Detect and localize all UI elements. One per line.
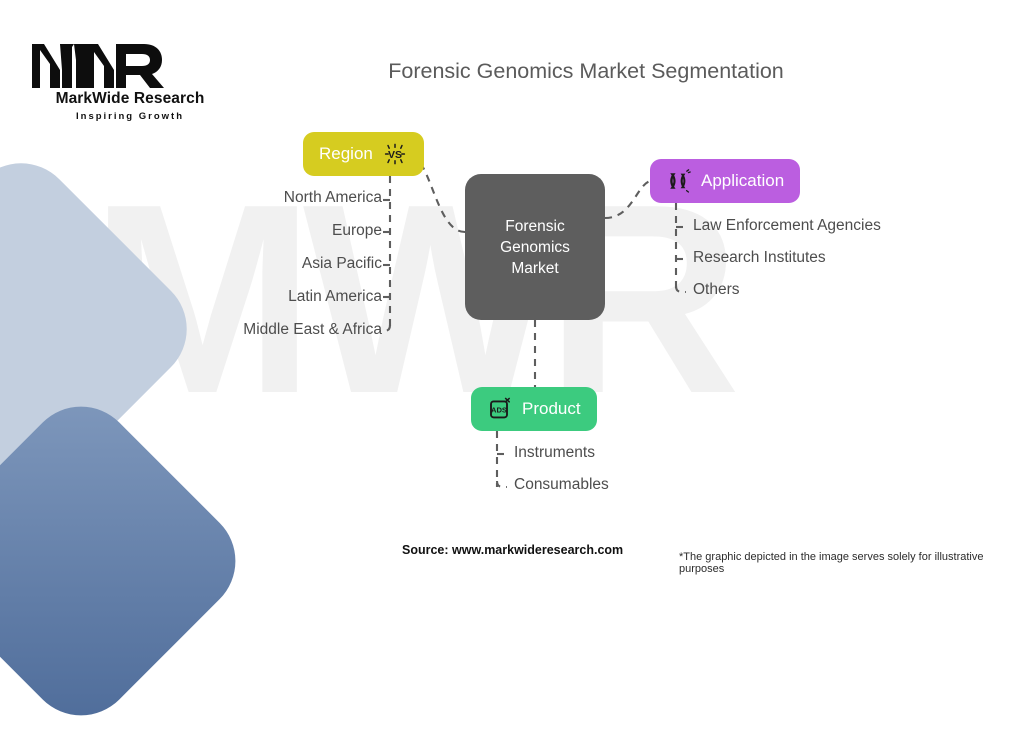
logo-company-name: MarkWide Research [55, 90, 205, 107]
chromosome-icon [666, 168, 692, 194]
ads-box-icon: ADS [487, 396, 513, 422]
leaf-item: Others [693, 281, 740, 298]
connector-center-application [604, 180, 651, 220]
source-label: Source: www.markwideresearch.com [402, 543, 624, 557]
tick-application-2 [674, 285, 687, 294]
leaf-item: Europe [332, 222, 382, 239]
leaf-item: Research Institutes [693, 249, 826, 266]
center-node-line-1: Forensic [505, 217, 565, 235]
branch-items-region: North America Europe Asia Pacific Latin … [0, 190, 382, 355]
leaf-item: North America [283, 189, 382, 206]
center-node-line-2: Genomics [500, 238, 570, 256]
leaf-item: Law Enforcement Agencies [693, 217, 881, 234]
leaf-item: Consumables [514, 476, 609, 493]
leaf-item: Instruments [514, 444, 595, 461]
branch-node-region[interactable]: Region VS [303, 132, 424, 176]
center-node-line-3: Market [511, 259, 559, 277]
versus-burst-icon: VS [382, 141, 408, 167]
leaf-item: Latin America [288, 288, 382, 305]
logo-tagline: Inspiring Growth [76, 111, 184, 122]
branch-label-application: Application [701, 171, 785, 190]
leaf-item: Asia Pacific [301, 255, 382, 272]
svg-text:ADS: ADS [491, 406, 507, 415]
branch-node-product[interactable]: ADS Product [471, 387, 597, 431]
mwr-monogram-icon [32, 44, 164, 88]
branch-node-application[interactable]: Application [650, 159, 801, 203]
tick-product-1 [495, 480, 508, 489]
center-node[interactable]: Forensic Genomics Market [465, 174, 605, 320]
branch-label-product: Product [522, 399, 581, 418]
center-node-label: Forensic Genomics Market [500, 216, 570, 279]
brand-logo: MarkWide Research Inspiring Growth [30, 30, 230, 122]
branch-items-application: Law Enforcement Agencies Research Instit… [693, 218, 881, 314]
branch-label-region: Region [319, 144, 373, 163]
branch-items-product: Instruments Consumables [514, 445, 609, 509]
page-title-text: Forensic Genomics Market Segmentation [388, 59, 784, 83]
disclaimer-label: *The graphic depicted in the image serve… [679, 551, 984, 575]
page-title: Forensic Genomics Market Segmentation [0, 59, 1024, 84]
decor-shape-dark [0, 384, 258, 738]
leaf-item: Middle East & Africa [243, 321, 382, 338]
svg-text:VS: VS [388, 149, 402, 161]
